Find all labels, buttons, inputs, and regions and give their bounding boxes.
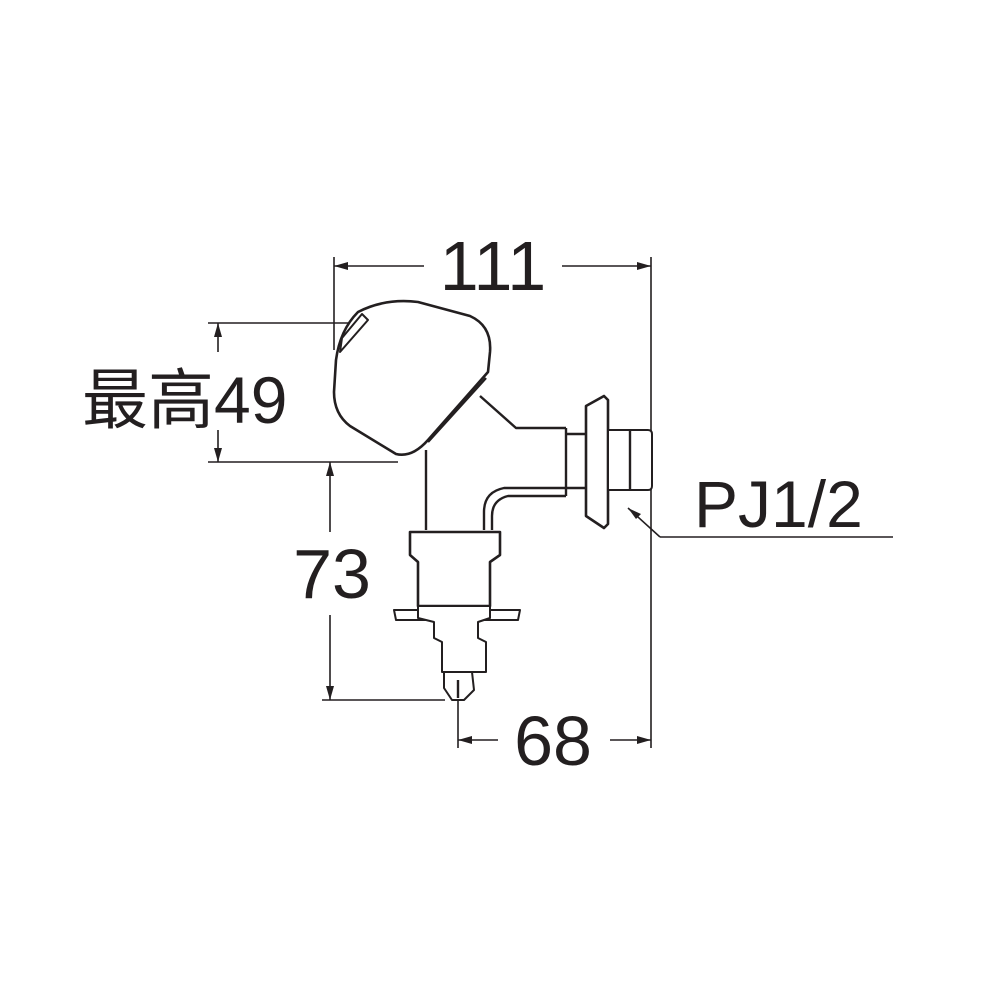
arrow-up [326,462,334,476]
handle-tab [339,313,369,353]
thread-leader: PJ1/2 [627,467,893,541]
arrow-right [637,262,651,270]
arrow-down [214,448,222,462]
arrow-right [637,736,651,744]
dimension-68: 68 [457,700,651,780]
body-elbow-outer [482,486,566,530]
body-elbow-inner [490,494,566,530]
body-upper-line [479,395,566,430]
dimension-label-111: 111 [440,227,546,305]
handle-body [332,299,492,456]
arrow-left [458,736,472,744]
arrow-down [326,686,334,700]
thread-label: PJ1/2 [694,467,863,541]
dimension-label-73: 73 [293,535,371,613]
dimension-111: 111 [333,227,652,748]
faucet-body [332,299,653,701]
arrow-left [334,262,348,270]
wall-flange [584,394,610,530]
hose-adapter [417,605,491,673]
handle-edge [427,377,487,443]
outlet-nut [408,530,502,608]
leader-arrow [628,508,641,519]
arrow-up [214,323,222,337]
handle [332,299,492,456]
dimension-label-68: 68 [514,702,592,780]
dimension-49: 最高49 [82,322,398,463]
dimension-73: 73 [293,462,445,701]
dimension-label-49: 最高49 [82,363,287,437]
